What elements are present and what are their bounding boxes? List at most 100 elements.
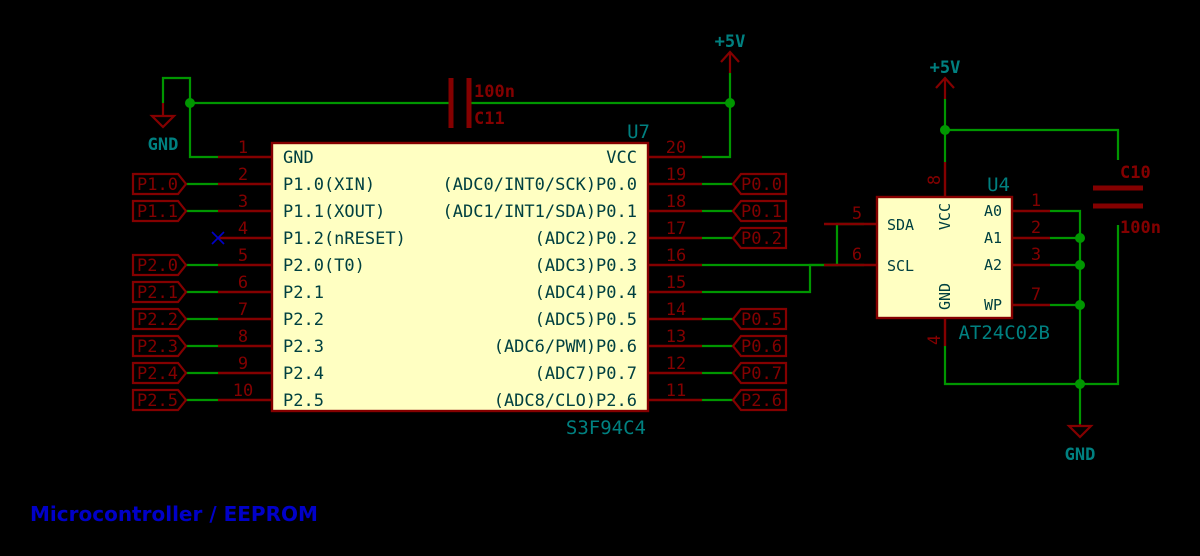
- no-connect-icon: [211, 231, 225, 245]
- u7-pin-name: P1.0(XIN): [283, 175, 375, 195]
- u4-pin-num: 8: [925, 175, 945, 185]
- net-label-shape: [731, 199, 788, 223]
- u7-pin-num: 1: [238, 138, 248, 158]
- net-label-shape: [131, 280, 188, 304]
- u7-pin-name: P1.1(XOUT): [283, 202, 385, 222]
- left-net-labels: P1.0P1.1P2.0P2.1P2.2P2.3P2.4P2.5: [131, 172, 188, 412]
- net-label-shape: [131, 253, 188, 277]
- u7-pin-name: P2.3: [283, 337, 324, 357]
- net-label-shape: [731, 226, 788, 250]
- u7-pin-name: P2.0(T0): [283, 256, 365, 276]
- junction: [1075, 260, 1085, 270]
- net-label-text: P2.5: [137, 391, 178, 411]
- u4-pin-num: 1: [1031, 191, 1041, 211]
- u4-pin-name: VCC: [936, 203, 954, 230]
- u4-pin-name: A0: [984, 202, 1002, 220]
- wire-a-bus: [1050, 209, 1082, 384]
- net-label-shape: [131, 361, 188, 385]
- u4-ref: U4: [987, 174, 1010, 196]
- net-label-text: P0.6: [741, 337, 782, 357]
- u7-pin-num: 8: [238, 327, 248, 347]
- net-label: P2.4: [131, 361, 188, 385]
- gnd-label: GND: [148, 135, 179, 155]
- net-label-text: P0.7: [741, 364, 782, 384]
- u4-pin-num: 6: [852, 245, 862, 265]
- net-label-text: P0.5: [741, 310, 782, 330]
- net-label: P0.5: [731, 307, 788, 331]
- net-label-text: P2.3: [137, 337, 178, 357]
- u7-pin-num: 11: [666, 381, 686, 401]
- u7-pin-num: 12: [666, 354, 686, 374]
- u7-pin-num: 10: [233, 381, 253, 401]
- u7-pin-name: P2.2: [283, 310, 324, 330]
- u7-pin-name: (ADC2)P0.2: [535, 229, 637, 249]
- net-label-shape: [131, 199, 188, 223]
- u4-pin-name: SDA: [887, 216, 914, 234]
- u7-pin-name: VCC: [606, 148, 637, 168]
- net-label: P0.6: [731, 334, 788, 358]
- net-label-shape: [731, 361, 788, 385]
- u7-value: S3F94C4: [566, 417, 646, 439]
- net-label-text: P0.2: [741, 229, 782, 249]
- u7-pin-name: (ADC7)P0.7: [535, 364, 637, 384]
- u7-pin-name: (ADC6/PWM)P0.6: [494, 337, 637, 357]
- net-label: P2.5: [131, 388, 188, 412]
- u7-pin-num: 5: [238, 246, 248, 266]
- net-label: P1.1: [131, 199, 188, 223]
- u7-pin-num: 13: [666, 327, 686, 347]
- net-label-shape: [731, 334, 788, 358]
- net-label: P2.6: [731, 388, 788, 412]
- net-label-text: P1.1: [137, 202, 178, 222]
- net-label: P0.1: [731, 199, 788, 223]
- u7-pin-num: 14: [666, 300, 686, 320]
- u7-pin-num: 4: [238, 219, 248, 239]
- right-net-labels: P0.0P0.1P0.2P0.5P0.6P0.7P2.6: [731, 172, 788, 412]
- u7-pin-name: (ADC5)P0.5: [535, 310, 637, 330]
- net-label: P2.1: [131, 280, 188, 304]
- u7-pin-num: 17: [666, 219, 686, 239]
- net-label: P1.0: [131, 172, 188, 196]
- c10-value: 100n: [1120, 218, 1161, 238]
- net-label-text: P2.0: [137, 256, 178, 276]
- net-label: P0.0: [731, 172, 788, 196]
- wire-gnd-loop: [161, 76, 192, 103]
- net-label-shape: [131, 388, 188, 412]
- junction: [940, 125, 950, 135]
- u7-pin-lines: [218, 155, 702, 402]
- u7-pin-name: P2.4: [283, 364, 324, 384]
- vcc-arrow-icon: [935, 76, 955, 99]
- u7-body: [270, 141, 650, 413]
- u7-pin-name: (ADC0/INT0/SCK)P0.0: [443, 175, 637, 195]
- u7-pin-num: 20: [666, 138, 686, 158]
- vcc-arrow-icon: [720, 50, 740, 73]
- c10-ref: C10: [1120, 163, 1151, 183]
- u4-pin-name: GND: [936, 283, 954, 310]
- gnd-label: GND: [1065, 445, 1096, 465]
- u7-pin-name: (ADC8/CLO)P2.6: [494, 391, 637, 411]
- u7-pin-name: (ADC4)P0.4: [535, 283, 637, 303]
- u7-pin-name: (ADC1/INT1/SDA)P0.1: [443, 202, 637, 222]
- junction: [1075, 379, 1085, 389]
- u7-pin-name: P2.5: [283, 391, 324, 411]
- u4-pin-num: 7: [1031, 285, 1041, 305]
- net-label-shape: [731, 388, 788, 412]
- net-label: P2.3: [131, 334, 188, 358]
- power-symbols: +5V GND +5V GND: [148, 32, 1096, 465]
- wire-p03-sda: [702, 222, 864, 267]
- u7-pin-name: (ADC3)P0.3: [535, 256, 637, 276]
- net-label: P2.0: [131, 253, 188, 277]
- wire-c10-bottom: [1080, 225, 1120, 386]
- u4-pin-name: SCL: [887, 257, 914, 275]
- net-label-text: P0.0: [741, 175, 782, 195]
- net-label-shape: [731, 172, 788, 196]
- net-label-shape: [131, 172, 188, 196]
- u4-pin-num: 4: [925, 335, 945, 345]
- c11-ref: C11: [474, 109, 505, 129]
- gnd-icon: [149, 103, 177, 129]
- junction: [1075, 300, 1085, 310]
- u7-pin-num: 18: [666, 192, 686, 212]
- net-label-text: P2.6: [741, 391, 782, 411]
